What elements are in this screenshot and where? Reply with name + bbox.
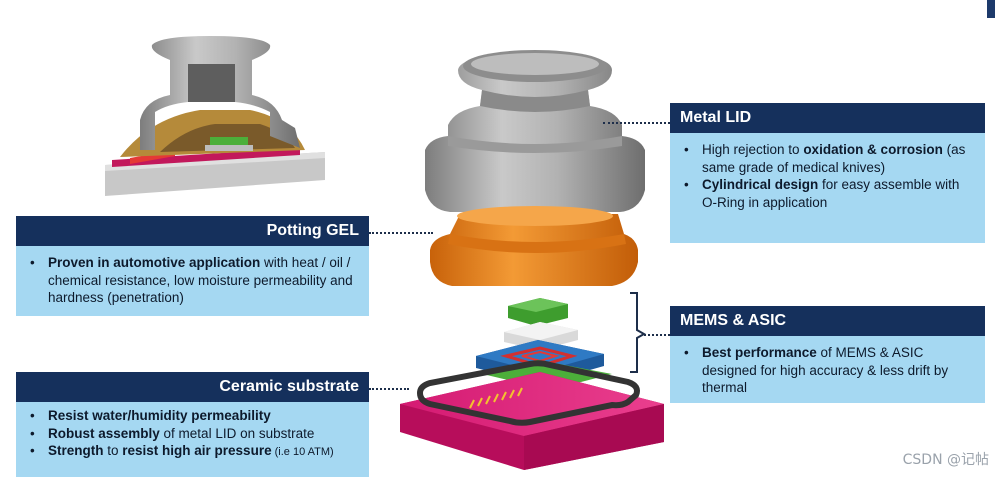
metal-lid-body: High rejection to oxidation & corrosion …	[670, 133, 985, 243]
mems-asic-item-1: Best performance of MEMS & ASIC designed…	[682, 344, 975, 397]
potting-gel-body: Proven in automotive application with he…	[16, 246, 369, 316]
metal-lid-title: Metal LID	[670, 103, 985, 133]
ceramic-substrate-body: Resist water/humidity permeability Robus…	[16, 402, 369, 477]
watermark: CSDN @记帖	[902, 452, 989, 468]
mems-asic-body: Best performance of MEMS & ASIC designed…	[670, 336, 985, 403]
ceramic-substrate-part	[400, 360, 664, 470]
ceramic-item-2: Robust assembly of metal LID on substrat…	[28, 425, 359, 443]
metal-lid-item-2: Cylindrical design for easy assemble wit…	[682, 176, 975, 211]
ceramic-substrate-title: Ceramic substrate	[16, 372, 369, 402]
potting-gel-item-1: Proven in automotive application with he…	[28, 254, 359, 307]
ceramic-item-1: Resist water/humidity permeability	[28, 407, 359, 425]
corner-accent-bar	[987, 0, 995, 18]
potting-gel-callout: Potting GEL Proven in automotive applica…	[16, 216, 369, 316]
ceramic-item-3: Strength to resist high air pressure (i.…	[28, 442, 359, 462]
ceramic-substrate-callout: Ceramic substrate Resist water/humidity …	[16, 372, 369, 477]
mems-asic-connector	[644, 334, 670, 336]
cutaway-sensor	[105, 36, 325, 196]
mems-bracket	[630, 292, 647, 373]
ceramic-connector	[369, 388, 409, 390]
potting-gel-part	[430, 206, 638, 286]
potting-gel-connector	[369, 232, 433, 234]
mems-asic-callout: MEMS & ASIC Best performance of MEMS & A…	[670, 306, 985, 403]
metal-lid-item-1: High rejection to oxidation & corrosion …	[682, 141, 975, 176]
metal-lid-part	[425, 50, 645, 212]
potting-gel-title: Potting GEL	[16, 216, 369, 246]
mems-asic-title: MEMS & ASIC	[670, 306, 985, 336]
metal-lid-connector	[603, 122, 670, 124]
metal-lid-callout: Metal LID High rejection to oxidation & …	[670, 103, 985, 243]
